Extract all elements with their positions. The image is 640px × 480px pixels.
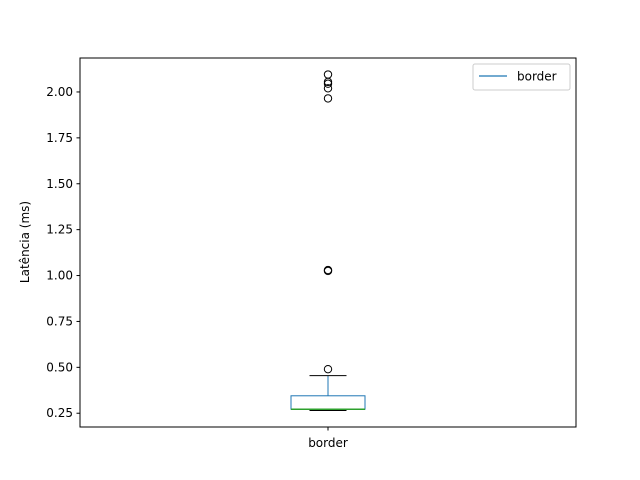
outlier-point <box>323 265 333 275</box>
y-tick-label: 1.50 <box>46 177 73 191</box>
outlier-point <box>323 84 333 93</box>
legend-box <box>472 63 571 91</box>
legend: border <box>472 63 571 91</box>
outlier-point <box>323 94 333 103</box>
y-tick-label: 0.50 <box>46 360 73 374</box>
y-axis: 0.25 0.50 0.75 1.00 1.25 1.50 1.75 2.00 <box>46 85 80 420</box>
y-tick-label: 1.75 <box>46 131 73 145</box>
axes-frame <box>79 57 577 428</box>
outlier-point <box>323 70 333 79</box>
y-tick-label: 2.00 <box>46 85 73 99</box>
outlier-point <box>323 364 333 374</box>
y-axis-label: Latência (ms) <box>18 201 32 283</box>
x-tick-label: border <box>308 436 348 450</box>
y-tick-label: 0.75 <box>46 314 73 328</box>
legend-entry-border: border <box>517 70 557 84</box>
plot-area <box>290 70 366 411</box>
y-tick-label: 0.25 <box>46 406 73 420</box>
box-iqr <box>290 395 366 410</box>
y-tick-label: 1.25 <box>46 223 73 237</box>
x-axis: border <box>308 427 348 450</box>
y-tick-label: 1.00 <box>46 269 73 283</box>
outlier-point <box>323 79 333 88</box>
